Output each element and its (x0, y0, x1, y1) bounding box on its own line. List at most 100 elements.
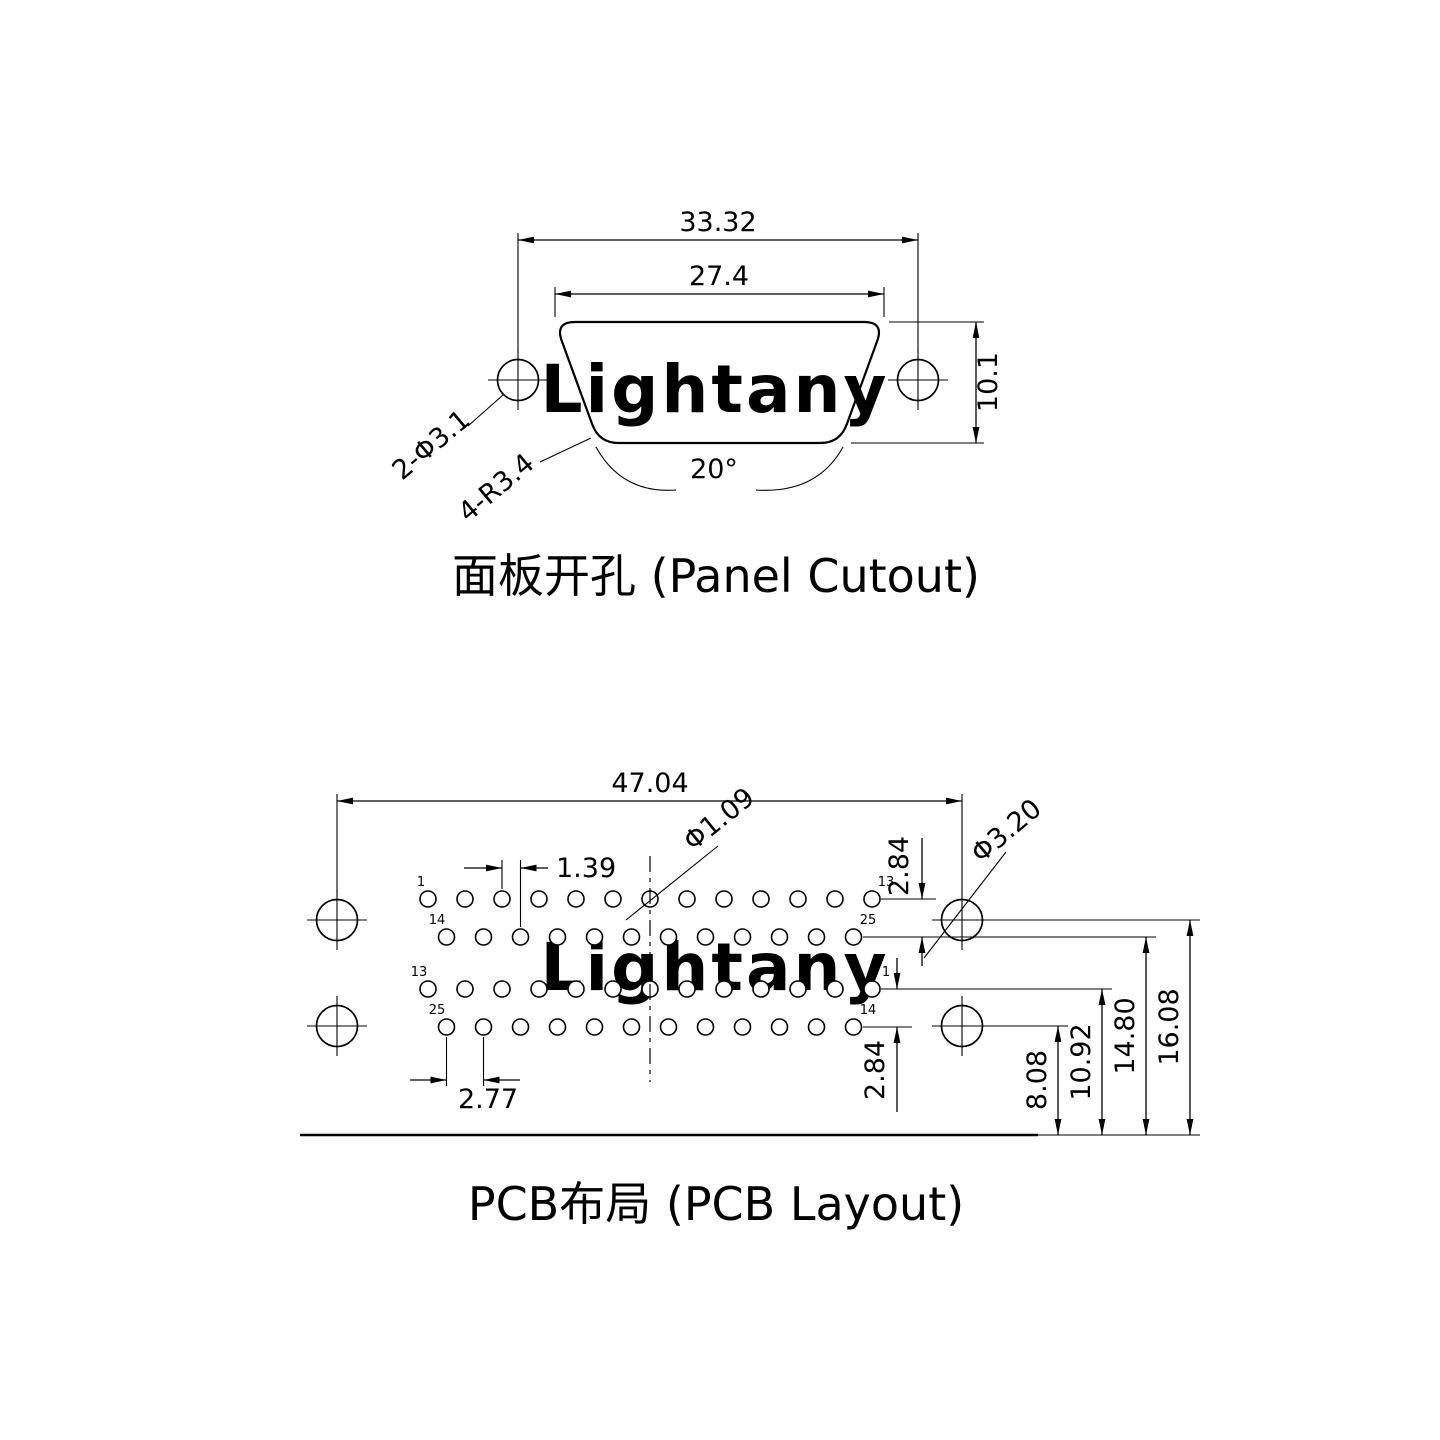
pin-hole (733, 1018, 752, 1036)
pin-hole (567, 890, 585, 908)
pin-hole (752, 890, 770, 908)
label-text-pin-hole-diameter: Φ1.09 (678, 782, 761, 857)
pin-label-row2-right: 25 (860, 913, 877, 928)
pin-hole (511, 1018, 530, 1036)
pin-hole (585, 928, 604, 946)
dim-panel-angle: 20° (595, 446, 844, 491)
label-corner-radius: 4-R3.4 (453, 437, 592, 529)
panel-cutout-view: Lightany 33.32 27.4 (387, 207, 1004, 603)
pin-label-row2-left: 14 (429, 913, 446, 928)
label-text-mount-holes: 2-Φ3.1 (387, 404, 477, 486)
dim-panel-opening-width: 27.4 (554, 261, 885, 317)
dim-text-panel-opening-height: 10.1 (973, 352, 1004, 412)
pin-hole (844, 928, 863, 946)
dim-text-row-pitch-top: 2.84 (884, 836, 915, 896)
dim-text-height-3: 14.80 (1110, 997, 1141, 1074)
pin-hole (733, 928, 752, 946)
pin-hole (567, 980, 585, 998)
dim-text-pcb-overall-width: 47.04 (611, 768, 688, 799)
pin-hole (604, 890, 622, 908)
pin-hole (604, 980, 622, 998)
pin-label-row3-right: 1 (882, 965, 890, 980)
pin-hole (437, 1018, 456, 1036)
dim-text-height-2: 10.92 (1066, 1023, 1097, 1100)
pin-hole (622, 1018, 641, 1036)
pin-hole (456, 980, 474, 998)
dim-row-pitch-bottom: 2.84 (860, 958, 912, 1112)
pcb-mount-hole-top-right (932, 890, 992, 950)
pin-hole (474, 928, 493, 946)
dim-text-height-1: 8.08 (1022, 1050, 1053, 1110)
pin-hole (678, 890, 696, 908)
dim-text-pin-pitch: 2.77 (458, 1084, 518, 1115)
pin-hole (548, 928, 567, 946)
pin-hole (863, 980, 881, 998)
dim-text-panel-overall-width: 33.32 (679, 207, 756, 238)
pin-hole (770, 928, 789, 946)
pin-hole (622, 928, 641, 946)
pin-hole (659, 1018, 678, 1036)
dim-row-pitch-top: 2.84 (881, 836, 936, 966)
dim-text-row-offset: 1.39 (556, 853, 616, 884)
dsub-opening-outline (558, 320, 881, 445)
pcb-layout-caption: PCB布局 (PCB Layout) (468, 1177, 964, 1231)
dim-panel-opening-height: 10.1 (851, 321, 1004, 444)
pin-hole (419, 980, 437, 998)
pin-hole (826, 980, 844, 998)
pin-hole (807, 1018, 826, 1036)
pcb-layout-view: Lightany 1 13 14 25 13 (300, 768, 1200, 1231)
pin-hole (548, 1018, 567, 1036)
pin-hole (511, 928, 530, 946)
pin-label-row3-left: 13 (411, 965, 428, 980)
pin-hole (752, 980, 770, 998)
pin-hole (530, 980, 548, 998)
dim-panel-overall-width: 33.32 (517, 207, 919, 352)
dim-text-panel-opening-width: 27.4 (689, 261, 749, 292)
pin-hole (493, 890, 511, 908)
dim-height-1: 8.08 (984, 1025, 1068, 1135)
dim-pcb-overall-width: 47.04 (336, 768, 963, 892)
pin-label-row1-left: 1 (417, 875, 425, 890)
pin-hole (474, 1018, 493, 1036)
mount-hole-left (488, 350, 548, 410)
dim-height-4: 16.08 (984, 919, 1200, 1135)
pin-hole (807, 928, 826, 946)
pcb-mount-hole-bottom-right (932, 996, 992, 1056)
pin-hole-grid (419, 890, 881, 1036)
pin-hole (659, 928, 678, 946)
mount-hole-right (888, 350, 948, 410)
pin-hole (493, 980, 511, 998)
pin-hole (437, 928, 456, 946)
watermark: Lightany (540, 351, 889, 428)
label-text-mount-hole-diameter: Φ3.20 (965, 793, 1047, 869)
pin-hole (844, 1018, 863, 1036)
pin-hole (770, 1018, 789, 1036)
pin-label-row1-right: 13 (878, 875, 895, 890)
pin-hole (826, 890, 844, 908)
pin-hole (678, 980, 696, 998)
label-text-corner-radius: 4-R3.4 (453, 448, 541, 529)
panel-cutout-caption: 面板开孔 (Panel Cutout) (452, 549, 980, 603)
dim-row-offset: 1.39 (464, 853, 616, 927)
pcb-mount-hole-top-left (307, 890, 367, 950)
dim-height-3: 14.80 (863, 936, 1156, 1135)
dim-height-2: 10.92 (881, 988, 1112, 1135)
pin-hole (419, 890, 437, 908)
dim-text-panel-angle: 20° (690, 454, 738, 485)
pin-hole (715, 890, 733, 908)
label-mount-hole-diameter: Φ3.20 (923, 793, 1048, 959)
pin-hole (715, 980, 733, 998)
dim-text-height-4: 16.08 (1154, 988, 1185, 1065)
pin-label-row4-right: 14 (860, 1003, 877, 1018)
pin-hole (585, 1018, 604, 1036)
pin-hole (456, 890, 474, 908)
dim-text-row-pitch-bottom: 2.84 (860, 1040, 891, 1100)
pcb-mount-hole-bottom-left (307, 996, 367, 1056)
dim-pin-pitch: 2.77 (410, 1037, 520, 1115)
pin-hole (789, 890, 807, 908)
pin-number-labels: 1 13 14 25 13 1 25 14 (411, 875, 895, 1018)
pin-hole (863, 890, 881, 908)
pin-hole (530, 890, 548, 908)
pin-label-row4-left: 25 (429, 1003, 446, 1018)
